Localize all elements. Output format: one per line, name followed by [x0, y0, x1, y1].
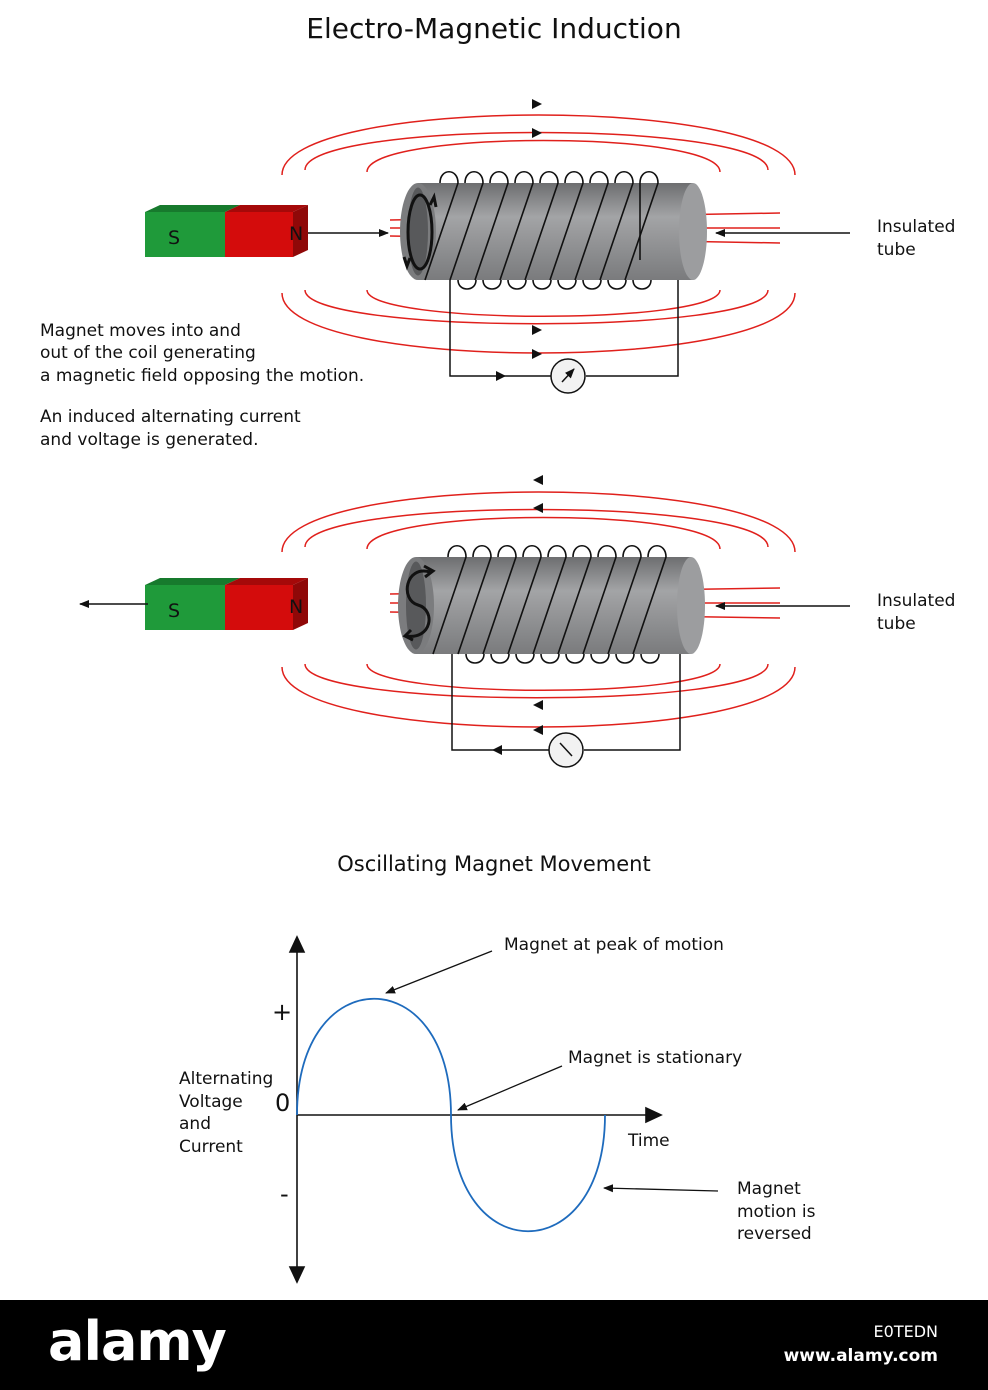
bottom-magnet-south-label: S: [168, 600, 180, 622]
graph-wave: [296, 997, 606, 1233]
stationary-pointer: [457, 1065, 563, 1111]
top-current-loop: [402, 192, 438, 271]
brand-logo: alamy: [48, 1310, 227, 1373]
bottom-tube: [398, 557, 705, 654]
bottom-meter: [548, 732, 584, 768]
diagram-title: Electro-Magnetic Induction: [306, 12, 682, 45]
description-line-2: out of the coil generating: [40, 343, 256, 363]
induction-diagram: S N: [79, 99, 850, 1284]
induced-line-1: An induced alternating current: [40, 407, 301, 427]
bottom-current-loop: [402, 564, 436, 642]
description-line-1: Magnet moves into and: [40, 321, 241, 341]
zero-label: 0: [275, 1089, 291, 1117]
image-id: E0TEDN: [873, 1322, 938, 1341]
reversed-label: Magnet motion is reversed: [737, 1179, 816, 1244]
top-circuit-arrow: [496, 371, 506, 381]
top-coil: [424, 170, 659, 290]
bottom-bar-magnet: S N: [145, 578, 308, 630]
stationary-label: Magnet is stationary: [568, 1048, 743, 1068]
watermark-footer: alamy E0TEDN www.alamy.com: [0, 1300, 988, 1390]
reversed-pointer: [603, 1184, 719, 1193]
site-url: www.alamy.com: [783, 1346, 938, 1366]
tube-label-top: Insulated tube: [877, 217, 956, 260]
top-circuit: [449, 280, 679, 377]
plus-sign: +: [272, 998, 293, 1026]
tube-label-bottom: Insulated tube: [877, 591, 956, 634]
x-axis-label: Time: [628, 1131, 670, 1151]
induced-line-2: and voltage is generated.: [40, 430, 259, 450]
top-magnet-north-label: N: [289, 223, 303, 245]
top-magnet-south-label: S: [168, 227, 180, 249]
top-bar-magnet: S N: [145, 205, 308, 257]
minus-sign: -: [280, 1180, 289, 1208]
bottom-coil: [432, 544, 667, 664]
top-meter: [550, 358, 586, 394]
bottom-magnet-north-label: N: [289, 596, 303, 618]
description-line-3: a magnetic field opposing the motion.: [40, 366, 365, 386]
peak-pointer: [385, 950, 493, 994]
bottom-circuit: [451, 654, 681, 751]
bottom-field-arrows: [533, 475, 543, 735]
graph-axes: [288, 935, 663, 1284]
y-axis-label: Alternating Voltage and Current: [179, 1069, 274, 1157]
bottom-circuit-arrow: [492, 745, 502, 755]
top-field-arrows: [532, 99, 542, 359]
graph-title: Oscillating Magnet Movement: [337, 852, 651, 876]
peak-label: Magnet at peak of motion: [504, 935, 724, 955]
top-tube: [400, 183, 707, 280]
